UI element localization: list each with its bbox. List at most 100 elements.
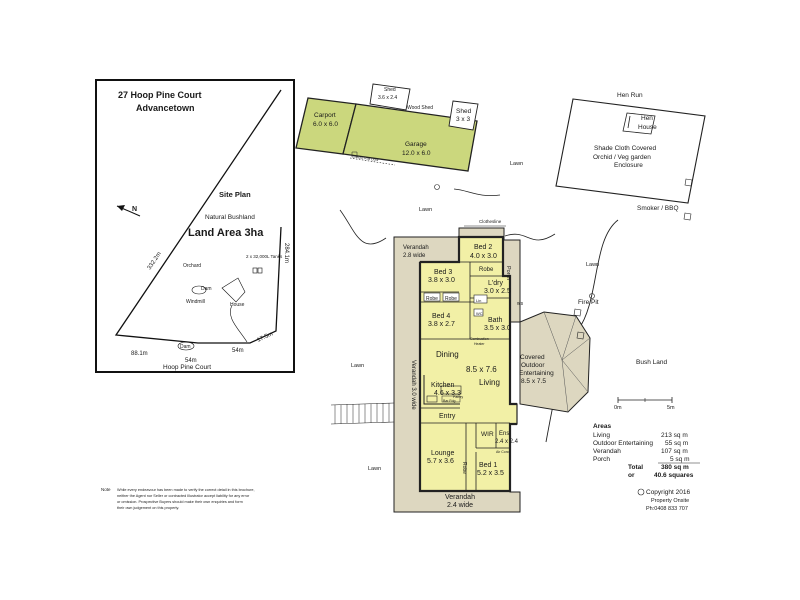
kitchen-label: Kitchen	[431, 382, 454, 389]
outbuildings: Carport 6.0 x 6.0 Garage 12.0 x 6.0 Auto…	[295, 83, 479, 172]
area-or-label: or	[628, 472, 635, 479]
garden-bed	[504, 233, 556, 241]
garage-label: Garage	[405, 141, 427, 148]
robe-label: Robe	[426, 296, 438, 302]
bed3-size: 3.8 x 3.0	[428, 277, 455, 284]
living-label: Living	[479, 378, 500, 387]
lawn-label: Lawn	[510, 161, 523, 167]
land-area-label: Land Area 3ha	[188, 227, 264, 239]
verandah-bottom-label: Verandah	[445, 494, 475, 501]
boundary-dim-right: 284.1m	[283, 243, 289, 263]
site-boundary	[114, 89, 282, 344]
fire-pit-label: Fire Pit	[578, 299, 599, 306]
lawn-label: Lawn	[351, 363, 364, 369]
lawn-label: Lawn	[368, 466, 381, 472]
kitchen-size: 4.6 x 3.3	[434, 390, 461, 397]
carport-label: Carport	[314, 112, 336, 119]
tank-icon	[257, 267, 263, 274]
lawn-label: Lawn	[586, 262, 599, 268]
enclosure-label-line3: Enclosure	[614, 162, 643, 169]
dam-label-lower: Dam	[180, 344, 191, 350]
pantry-label: Lin	[476, 298, 481, 303]
boundary-dim-54-low: 54m	[185, 358, 197, 364]
entertaining-size: 8.5 x 7.5	[521, 378, 546, 385]
verandah-left-label: Verandah 3.0 wide	[410, 360, 416, 410]
small-shed-label: Shed	[384, 87, 396, 93]
bath-label: Bath	[488, 317, 503, 324]
dam-icon	[191, 285, 207, 295]
area-outdoor-label: Outdoor Entertaining	[593, 440, 653, 447]
bed1-size: 5.2 x 3.5	[477, 470, 504, 477]
shed-3x3-label: Shed	[456, 108, 472, 115]
small-shed	[369, 83, 411, 111]
wws-label: ws	[517, 301, 524, 307]
lawn-label: Lawn	[419, 207, 432, 213]
area-total-label: Total	[628, 464, 643, 471]
clothesline-label: Clothesline	[479, 219, 502, 224]
verandah-top-size: 2.8 wide	[403, 253, 426, 259]
entertaining-label-line2: Outdoor	[521, 362, 545, 369]
bbq-icon	[683, 212, 692, 221]
shade-cloth-enclosure	[555, 98, 706, 204]
note-label: Note	[101, 487, 111, 492]
hoop-pine-court-label: Hoop Pine Court	[163, 364, 211, 371]
area-porch-label: Porch	[593, 456, 610, 463]
copyright-phone: Ph:0408 833 707	[646, 506, 688, 512]
site-address-line2: Advancetown	[136, 103, 195, 113]
bed2-label: Bed 2	[474, 244, 492, 251]
wir-label: WIR	[481, 431, 494, 438]
scale-bar: 0m 5m	[614, 397, 675, 411]
bed2-size: 4.0 x 3.0	[470, 253, 497, 260]
robe-label: Robe	[479, 267, 494, 273]
bar-fridge-label: Bar Fdg	[443, 399, 456, 403]
bath-size: 3.5 x 3.0	[484, 325, 511, 332]
natural-bushland-label: Natural Bushland	[205, 214, 255, 221]
garden-edge	[453, 188, 501, 197]
entry-label: Entry	[439, 413, 456, 420]
area-verandah-label: Verandah	[593, 448, 621, 455]
covered-outdoor-entertaining	[519, 311, 591, 413]
combustion-heater-label-line2: Heater	[474, 342, 485, 346]
copyright-block: Copyright 2016 Property Onsite Ph:0408 8…	[637, 488, 690, 512]
entertaining-roof-lines	[543, 311, 591, 413]
area-outdoor-value: 55 sq m	[665, 440, 688, 447]
orchard-label: Orchard	[183, 263, 201, 269]
hen-run-area: Hen Run Hen House Shade Cloth Covered Or…	[555, 92, 706, 221]
enclosure-label-line1: Shade Cloth Covered	[594, 145, 657, 152]
hen-house-label-line2: House	[638, 124, 657, 131]
small-shed-size: 3.6 x 2.4	[378, 95, 397, 101]
entertaining-label-line3: Entertaining	[519, 370, 554, 377]
yard-marker	[573, 308, 582, 317]
north-label: N	[132, 206, 137, 213]
copyright-company: Property Onsite	[651, 498, 689, 504]
dining-label: Dining	[436, 350, 459, 359]
hen-house-label-line1: Hen	[641, 115, 653, 122]
driveway	[230, 304, 248, 343]
north-arrow-icon: N	[116, 205, 141, 217]
area-total-value: 380 sq m	[661, 464, 689, 471]
laundry-size: 3.0 x 2.5	[484, 288, 511, 295]
house-label: House	[230, 302, 245, 308]
garage-size: 12.0 x 6.0	[402, 150, 431, 157]
areas-table: Areas Living 213 sq m Outdoor Entertaini…	[593, 423, 700, 479]
area-verandah-value: 107 sq m	[661, 448, 688, 455]
copyright-text: Copyright 2016	[646, 489, 690, 496]
living-dining-size: 8.5 x 7.6	[466, 365, 497, 374]
verandah-bottom-size: 2.4 wide	[447, 502, 473, 509]
wood-shed-label: Wood Shed	[407, 105, 433, 111]
scale-start-label: 0m	[614, 405, 622, 411]
verandah-top-label: Verandah	[403, 245, 429, 251]
robe-label: Robe	[445, 296, 457, 302]
post-marker	[351, 151, 358, 158]
area-living-label: Living	[593, 432, 610, 439]
lounge-size: 5.7 x 3.6	[427, 458, 454, 465]
roller-door-label: Auto Roll Door	[356, 155, 380, 162]
entertaining-label-line1: Covered	[520, 354, 545, 361]
bed4-label: Bed 4	[432, 313, 450, 320]
wc-label: WC	[476, 311, 483, 316]
porch-top-label: Porch	[505, 266, 511, 280]
laundry-label: L'dry	[488, 280, 503, 287]
site-plan-title: Site Plan	[219, 190, 251, 199]
